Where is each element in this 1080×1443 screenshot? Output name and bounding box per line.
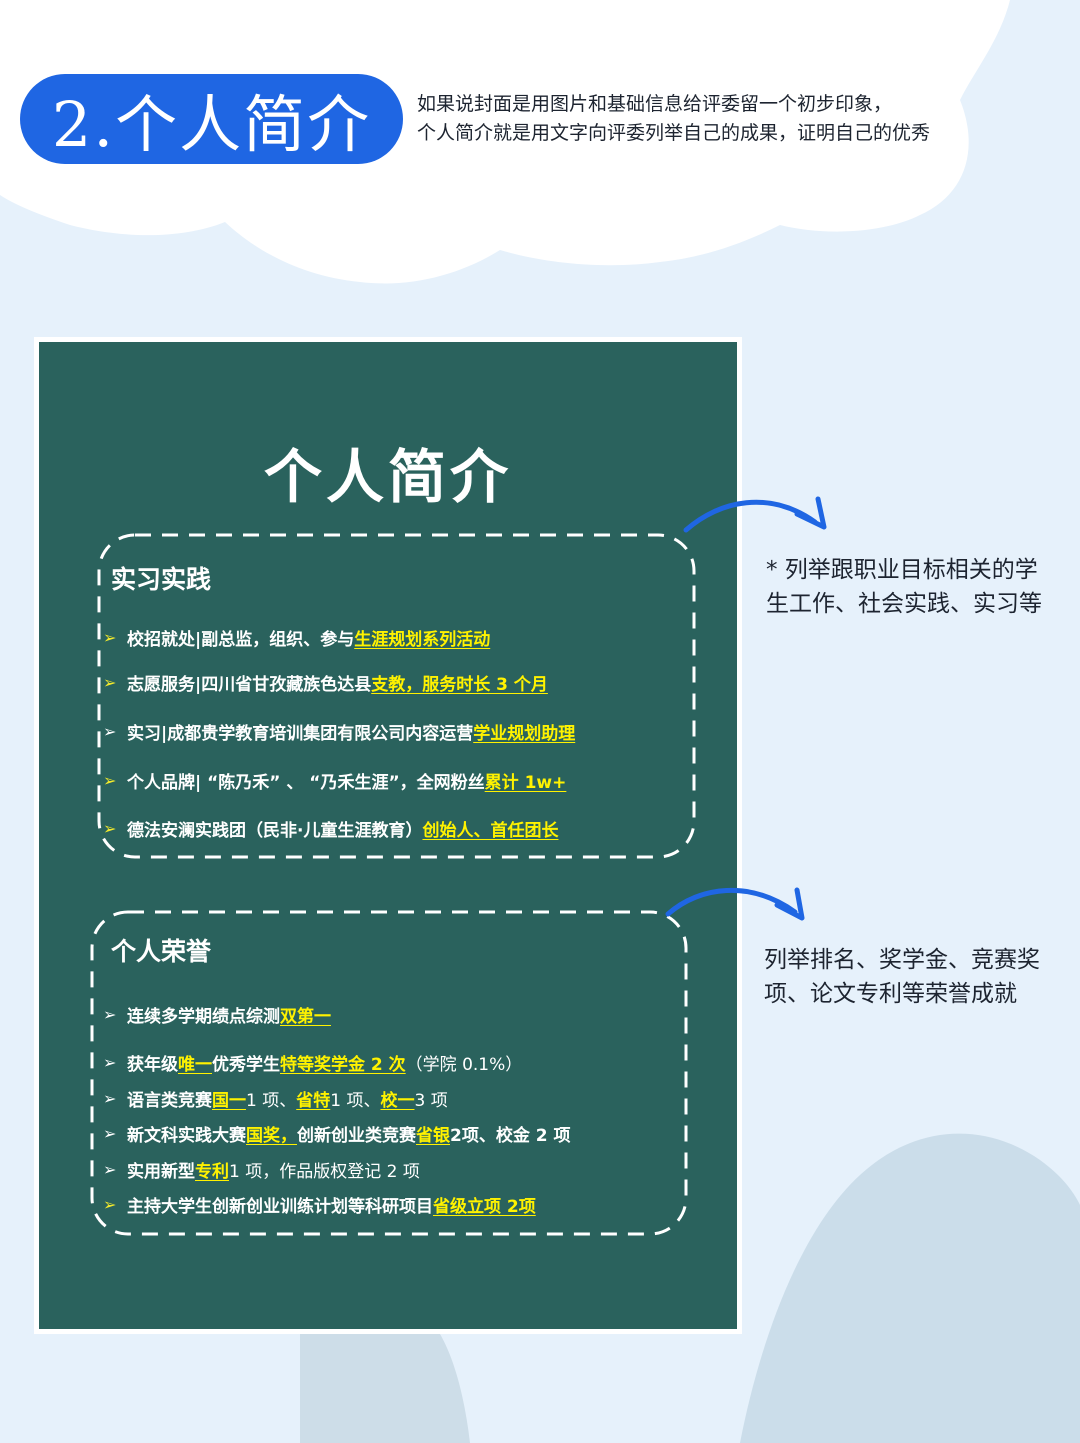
note-line: 项、论文专利等荣誉成就 [764,981,1017,1007]
item-text: 德法安澜实践团（民非·儿童生涯教育） [127,821,423,841]
item-text: 个人品牌| “陈乃禾” 、 “乃禾生涯”，全网粉丝 [127,773,485,793]
highlight-text: 累计 1w+ [484,773,567,793]
item-text: 实用新型 [127,1162,195,1182]
item-text: 主持大学生创新创业训练计划等科研项目 [127,1197,433,1217]
item-text: 1 项，作品版权登记 2 项 [229,1162,420,1182]
highlight-text: 国一 [212,1091,246,1111]
highlight-text: 国奖， [246,1126,297,1146]
item-text: 语言类竞赛 [127,1091,212,1111]
intro-line: 如果说封面是用图片和基础信息给评委留一个初步印象， [417,93,893,115]
note-honors: 列举排名、奖学金、竞赛奖 项、论文专利等荣誉成就 [764,943,1040,1011]
list-item: ➢ 实用新型专利 1 项，作品版权登记 2 项 [103,1157,420,1182]
note-line: 生工作、社会实践、实习等 [766,591,1042,617]
highlight-text: 校一 [380,1091,415,1111]
list-item: ➢ 校招就处|副总监，组织、参与生涯规划系列活动 [103,625,490,650]
list-item: ➢ 获年级唯一优秀学生特等奖学金 2 次（学院 0.1%） [103,1050,522,1075]
highlight-text: 支教，服务时长 3 个月 [371,675,548,695]
list-item: ➢ 实习|成都贵学教育培训集团有限公司内容运营学业规划助理 [103,719,575,744]
profile-board: 个人简介 实习实践 ➢ 校招就处|副总监，组织、参与生涯规划系列活动 ➢ 志愿服务|四… [34,337,742,1334]
highlight-text: 特等奖学金 2 次 [280,1055,406,1075]
list-item: ➢ 个人品牌| “陈乃禾” 、 “乃禾生涯”，全网粉丝累计 1w+ [103,768,566,793]
profile-board-inner: 个人简介 实习实践 ➢ 校招就处|副总监，组织、参与生涯规划系列活动 ➢ 志愿服务|四… [39,342,737,1329]
highlight-text: 学业规划助理 [473,724,576,744]
highlight-text: 双第一 [280,1007,331,1027]
item-text: 校招就处|副总监，组织、参与 [127,630,355,650]
list-item: ➢ 志愿服务|四川省甘孜藏族色达县支教，服务时长 3 个月 [103,670,548,695]
note-practice: * 列举跟职业目标相关的学 生工作、社会实践、实习等 [766,553,1042,621]
arrow-bullet-icon: ➢ [103,819,117,838]
highlight-text: 生涯规划系列活动 [354,630,491,650]
highlight-text: 省特 [296,1091,331,1111]
item-text: 1 项、 [330,1091,381,1111]
item-text: 连续多学期绩点综测 [127,1007,280,1027]
item-text: 志愿服务|四川省甘孜藏族色达县 [127,675,372,695]
highlight-text: 专利 [195,1162,229,1182]
header-title-pill: 2.个人简介 [20,74,403,164]
list-item: ➢ 连续多学期绩点综测双第一 [103,1002,331,1027]
list-item: ➢ 德法安澜实践团（民非·儿童生涯教育） 创始人、首任团长 [103,816,558,841]
list-item: ➢语言类竞赛国一 1 项、省特 1 项、校一 3 项 [103,1086,448,1111]
item-text: 实习|成都贵学教育培训集团有限公司内容运营 [127,724,474,744]
item-text: 新文科实践大赛 [127,1126,246,1146]
item-text: 1 项、 [246,1091,297,1111]
highlight-text: 创始人、首任团长 [422,821,559,841]
header-title: 2.个人简介 [51,88,372,161]
arrow-bullet-icon: ➢ [103,1089,117,1108]
arrow-bullet-icon: ➢ [103,1160,117,1179]
item-text: 优秀学生 [212,1055,280,1075]
note-line: * 列举跟职业目标相关的学 [766,557,1038,583]
list-item: ➢ 主持大学生创新创业训练计划等科研项目省级立项 2项 [103,1192,536,1217]
arrow-bullet-icon: ➢ [103,1195,117,1214]
arrow-bullet-icon: ➢ [103,628,117,647]
board-title: 个人简介 [263,443,512,511]
item-text: 3 项 [414,1091,448,1111]
section-title-honors: 个人荣誉 [111,937,212,966]
highlight-text: 省银 [416,1126,450,1146]
highlight-text: 唯一 [178,1055,212,1075]
intro-line: 个人简介就是用文字向评委列举自己的成果，证明自己的优秀 [417,122,931,144]
arrow-bullet-icon: ➢ [103,1005,117,1024]
item-text: 获年级 [127,1055,178,1075]
item-text: 创新创业类竞赛 [297,1126,416,1146]
arrow-bullet-icon: ➢ [103,1053,117,1072]
arrow-bullet-icon: ➢ [103,673,117,692]
highlight-text: 省级立项 2项 [433,1197,536,1217]
note-line: 列举排名、奖学金、竞赛奖 [764,947,1040,973]
item-text: 2项、校金 2 项 [450,1126,571,1146]
item-text: （学院 0.1%） [405,1055,523,1075]
arrow-bullet-icon: ➢ [103,722,117,741]
section-title-practice: 实习实践 [111,565,212,594]
arrow-bullet-icon: ➢ [103,771,117,790]
arrow-bullet-icon: ➢ [103,1124,117,1143]
intro-text: 如果说封面是用图片和基础信息给评委留一个初步印象， 个人简介就是用文字向评委列举… [417,90,977,148]
